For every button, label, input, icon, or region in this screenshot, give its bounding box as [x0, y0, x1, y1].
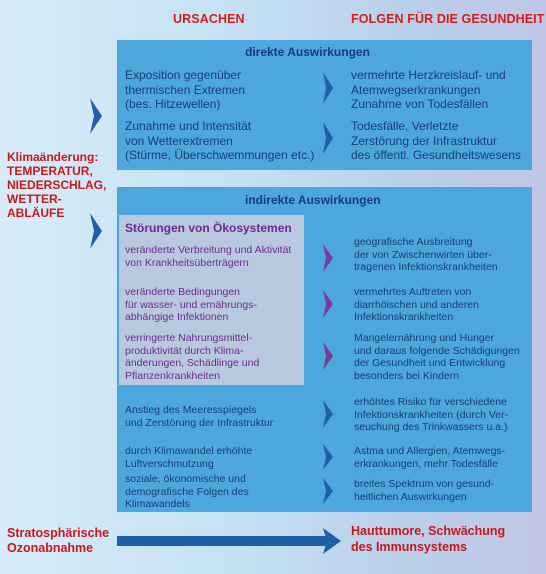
ozone-effect-line-1: Hauttumore, Schwächung — [351, 524, 506, 538]
direct-cause-2-line-2: von Wetterextremen — [125, 133, 233, 148]
ozone-effect: Hauttumore, Schwächung des Immunsystems — [351, 524, 505, 555]
eco-row-3-arrow-icon — [323, 342, 333, 370]
eco-cause-3-line-1: verringerte Nahrungsmittel- — [125, 332, 253, 344]
indirect-cause-4-line-2: und Zerstörung der Infrastruktur — [125, 416, 274, 429]
eco-effect-2-line-1: vermehrtes Auftreten von — [354, 286, 472, 298]
indirect-effect-4-line-2: Infektionskrankheiten (durch Ver- — [354, 408, 509, 421]
climate-sub-4: ABLÄUFE — [7, 206, 65, 220]
indirect-effect-5-line-2: erkrankungen, mehr Todesfälle — [354, 457, 498, 470]
ecosystem-title: Störungen von Ökosystemen — [125, 221, 292, 235]
climate-sub-2: NIEDERSCHLAG, — [7, 178, 107, 192]
indirect-effect-4-line-3: seuchung des Trinkwassers u.a.) — [354, 421, 508, 433]
indirect-effect-5: Astma und Allergien, Atemwegs- erkrankun… — [354, 445, 505, 470]
direct-effect-1: vermehrte Herzkreislauf- und Atemwegserk… — [351, 68, 506, 112]
eco-cause-1: veränderte Verbreitung und Aktivität von… — [125, 244, 291, 269]
eco-effect-1-line-1: geografische Ausbreitung — [354, 236, 473, 248]
direct-effect-1-line-1: vermehrte Herzkreislauf- und — [351, 68, 506, 82]
direct-arrow-icon — [90, 98, 102, 134]
climate-sub-1: TEMPERATUR, — [7, 164, 93, 178]
indirect-cause-4: Anstieg des Meeresspiegels und Zerstörun… — [125, 404, 273, 429]
eco-cause-3-line-3: änderungen, Schädlinge und — [125, 357, 260, 369]
eco-effect-3: Mangelernährung und Hunger und daraus fo… — [354, 332, 520, 382]
direct-title: direkte Auswirkungen — [245, 45, 370, 59]
eco-effect-1-line-2: der von Zwischenwirten über- — [354, 248, 492, 261]
ozone-line-1: Stratosphärische — [7, 526, 110, 540]
eco-cause-3-line-2: produktivität durch Klima- — [125, 344, 244, 357]
indirect-cause-5-line-2: Luftverschmutzung — [125, 457, 214, 470]
climate-title: Klimaänderung: — [7, 150, 99, 164]
eco-effect-3-line-4: besonders bei Kindern — [354, 369, 460, 382]
indirect-effect-4-line-1: erhöhtes Risiko für verschiedene — [354, 396, 507, 408]
eco-cause-1-line-2: von Krankheitsüberträgern — [125, 256, 249, 269]
direct-effect-2-line-1: Todesfälle, Verletzte — [351, 119, 459, 133]
indirect-cause-6-line-1: soziale, ökonomische und — [125, 473, 246, 485]
direct-cause-1-line-2: thermischen Extremen — [125, 82, 246, 97]
direct-row-2-arrow-icon — [323, 122, 333, 154]
indirect-effect-6: breites Spektrum von gesund- heitlichen … — [354, 478, 494, 503]
indirect-cause-6-line-3: Klimawandels — [125, 498, 190, 510]
indirect-row-4-arrow-icon — [323, 400, 333, 428]
direct-cause-2-line-3: (Stürme, Überschwemmungen etc.) — [125, 148, 315, 162]
ozone-label: Stratosphärische Ozonabnahme — [7, 526, 109, 556]
eco-effect-3-line-3: der Gesundheit und Entwicklung — [354, 357, 506, 369]
climate-label: Klimaänderung: TEMPERATUR, NIEDERSCHLAG,… — [7, 150, 106, 220]
eco-effect-1-line-3: tragenen Infektionskrankheiten — [354, 261, 498, 273]
ozone-effect-line-2: des Immunsystems — [351, 539, 468, 554]
eco-row-2-arrow-icon — [323, 290, 333, 318]
eco-effect-1: geografische Ausbreitung der von Zwische… — [354, 236, 498, 274]
eco-cause-2-line-3: abhängige Infektionen — [125, 311, 229, 323]
eco-cause-2-line-2: für wasser- und ernährungs- — [125, 298, 257, 311]
eco-cause-2-line-1: veränderte Bedingungen — [125, 286, 241, 298]
direct-row-1-arrow-icon — [323, 72, 333, 104]
indirect-cause-5: durch Klimawandel erhöhte Luftverschmutz… — [125, 445, 252, 470]
direct-effect-2-line-2: Zerstörung der Infrastruktur — [351, 133, 498, 148]
indirect-cause-4-line-1: Anstieg des Meeresspiegels — [125, 404, 257, 416]
indirect-effect-6-line-1: breites Spektrum von gesund- — [354, 478, 495, 490]
indirect-arrow-icon — [90, 213, 102, 249]
indirect-row-5-arrow-icon — [323, 444, 333, 470]
indirect-cause-5-line-1: durch Klimawandel erhöhte — [125, 445, 253, 457]
eco-cause-3-line-4: Pflanzenkrankheiten — [125, 369, 221, 382]
eco-effect-2-line-3: Infektionskrankheiten — [354, 311, 454, 323]
climate-sub-3: WETTER- — [7, 192, 62, 206]
indirect-row-6-arrow-icon — [323, 478, 333, 504]
eco-cause-3: verringerte Nahrungsmittel- produktivitä… — [125, 332, 259, 382]
direct-effect-1-line-2: Atemwegserkrankungen — [351, 82, 481, 97]
ozone-arrow-icon — [117, 528, 341, 554]
indirect-cause-6-line-2: demografische Folgen des — [125, 485, 249, 498]
eco-cause-1-line-1: veränderte Verbreitung und Aktivität — [125, 244, 292, 256]
direct-effect-2: Todesfälle, Verletzte Zerstörung der Inf… — [351, 119, 521, 163]
ozone-line-2: Ozonabnahme — [7, 541, 94, 555]
direct-effect-1-line-3: Zunahme von Todesfällen — [351, 97, 489, 111]
direct-cause-2-line-1: Zunahme und Intensität — [125, 119, 252, 133]
eco-row-1-arrow-icon — [323, 244, 333, 272]
indirect-effect-6-line-2: heitlichen Auswirkungen — [354, 490, 467, 503]
indirect-cause-6: soziale, ökonomische und demografische F… — [125, 473, 249, 511]
indirect-effect-4: erhöhtes Risiko für verschiedene Infekti… — [354, 396, 508, 434]
eco-effect-3-line-2: und daraus folgende Schädigungen — [354, 344, 520, 357]
header-causes: URSACHEN — [173, 12, 245, 26]
ecosystem-box — [119, 215, 304, 385]
direct-cause-2: Zunahme und Intensität von Wetterextreme… — [125, 119, 314, 163]
eco-effect-2: vermehrtes Auftreten von diarrhöischen u… — [354, 286, 479, 324]
eco-effect-2-line-2: diarrhöischen und anderen — [354, 298, 479, 311]
eco-cause-2: veränderte Bedingungen für wasser- und e… — [125, 286, 257, 324]
indirect-title: indirekte Auswirkungen — [245, 193, 381, 207]
direct-cause-1-line-3: (bes. Hitzewellen) — [125, 97, 221, 111]
direct-cause-1: Exposition gegenüber thermischen Extreme… — [125, 68, 245, 112]
direct-cause-1-line-1: Exposition gegenüber — [125, 68, 242, 82]
direct-effect-2-line-3: des öffentl. Gesundheitswesens — [351, 148, 521, 162]
indirect-effect-5-line-1: Astma und Allergien, Atemwegs- — [354, 445, 506, 457]
eco-effect-3-line-1: Mangelernährung und Hunger — [354, 332, 495, 344]
header-effects: FOLGEN FÜR DIE GESUNDHEIT — [351, 12, 545, 26]
